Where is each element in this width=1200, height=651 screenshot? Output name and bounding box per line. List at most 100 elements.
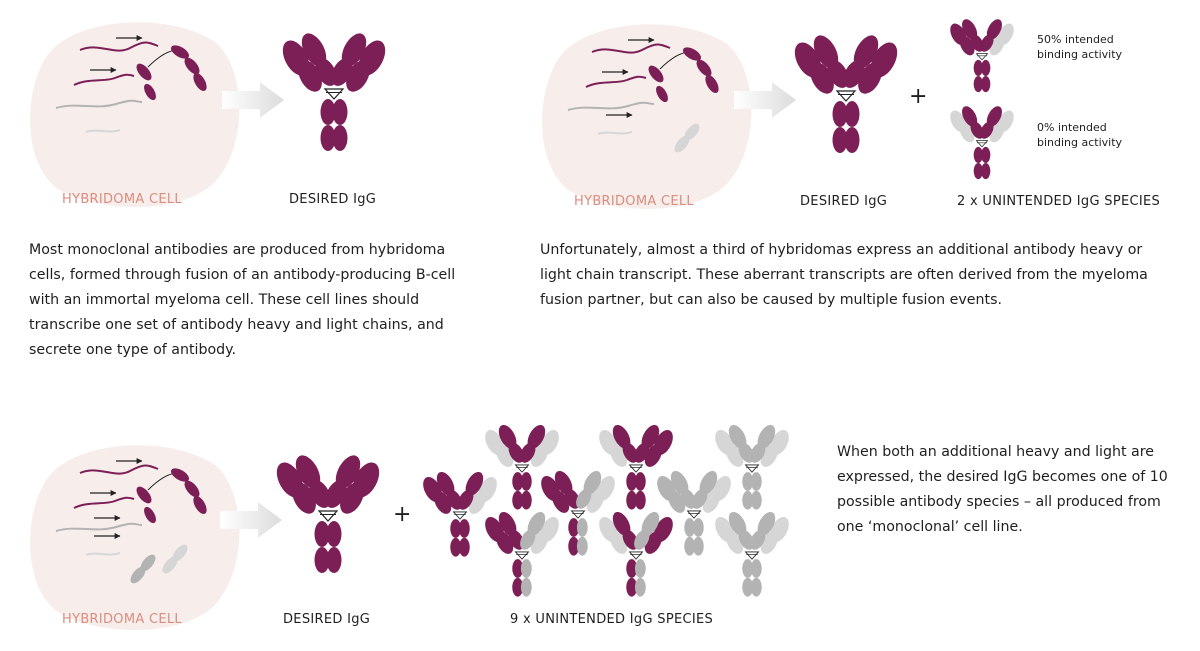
fc-domain [692,536,704,556]
hinge [975,140,989,148]
fc-domain [844,127,860,153]
inactive-transcript [597,131,633,135]
fc-domain [634,559,646,578]
fc-domain [458,537,470,557]
fc-domain [512,472,524,491]
heavy-chain-arm [295,455,321,489]
heavy-transcript [79,41,159,52]
inactive-transcript [85,129,121,133]
unintended-igg-1 [423,471,497,557]
fc-domain [981,146,991,163]
activity-50-label: 50% intended binding activity [1037,32,1122,62]
heavy-chain-arm [301,33,327,67]
aberrant-chain-domain [130,566,146,584]
heavy-chain-domain [682,47,702,61]
hybridoma-cell-1 [30,22,240,207]
fc-domain [742,577,754,597]
desired-igg-label-2: DESIRED IgG [800,194,888,209]
flow-arrow-2 [734,82,796,118]
fc-domain [626,490,638,510]
hinge [514,464,530,473]
aberrant-chain-domain [684,123,700,141]
heavy-chain-arm [980,34,994,52]
unintended-igg-2 [485,424,559,510]
fc-domain [626,472,638,491]
fc-domain [750,472,762,491]
hinge [744,551,760,560]
fc-domain [832,127,848,153]
heavy-chain-arm [520,529,536,550]
heavy-chain-arm [641,424,660,449]
paragraph-aberrant-transcripts: Unfortunately, almost a third of hybrido… [540,242,1148,308]
heavy-chain-domain [170,468,190,482]
fc-domain [320,125,336,151]
paragraph-standard-hybridoma: Most monoclonal antibodies are produced … [29,242,456,358]
heavy-chain-arm [813,35,839,69]
fc-domain [981,59,991,76]
heavy-chain-arm [583,470,602,495]
hinge [317,510,339,522]
hybridoma-cell-3 [30,445,240,630]
fc-domain [684,536,696,556]
heavy-chain-domain [136,486,152,504]
heavy-chain-arm [498,424,517,449]
fc-domain [750,577,762,597]
hinge [570,510,586,519]
fc-domain [626,577,638,597]
fc-domain [750,559,762,578]
heavy-chain-arm [962,19,978,40]
fc-domain [742,490,754,510]
hinge [686,510,702,519]
fc-domain [626,559,638,578]
fc-domain [684,518,696,537]
inactive-transcript [55,99,143,109]
heavy-chain-arm [331,58,353,86]
heavy-chain-arm [335,455,361,489]
fc-domain [520,472,532,491]
aberrant-chain-domain [162,556,178,574]
unintended-igg-4 [599,424,673,510]
heavy-chain-arm [465,471,484,496]
light-transcript [73,73,135,86]
heavy-chain-arm [962,106,978,127]
fc-domain [512,490,524,510]
hinge [744,464,760,473]
fc-domain [326,521,342,547]
unintended-igg-5 [657,470,731,556]
activity-0-label: 0% intended binding activity [1037,120,1122,150]
desired-igg-1 [282,33,386,151]
heavy-chain-arm [309,480,331,508]
paragraph-ten-species: When both an additional heavy and light … [837,444,1168,535]
fc-domain [844,101,860,127]
fc-domain [634,577,646,597]
heavy-chain-arm [750,529,766,550]
heavy-chain-arm [634,529,650,550]
heavy-transcript [591,43,671,54]
heavy-chain-arm [446,489,462,510]
hinge [514,551,530,560]
heavy-chain-arm [325,480,347,508]
heavy-chain-arm [757,424,776,449]
heavy-chain-arm [986,106,1002,127]
heavy-chain-arm [750,442,766,463]
heavy-chain-arm [458,489,474,510]
light-chain-domain [144,83,156,101]
fc-domain [520,577,532,597]
heavy-chain-arm [341,33,367,67]
heavy-chain-arm [980,121,994,139]
heavy-chain-arm [728,511,747,536]
hinge [835,90,857,102]
heavy-chain-domain [184,57,200,75]
fc-domain [742,472,754,491]
hinge [323,88,345,100]
desired-igg-2 [794,35,898,153]
fc-domain [634,490,646,510]
heavy-chain-arm [738,442,754,463]
activity-0-line2: binding activity [1037,136,1123,149]
heavy-chain-arm [738,529,754,550]
plus-sign-2: + [393,502,412,527]
hinge [975,53,989,61]
fc-domain [576,518,588,537]
fc-domain [314,521,330,547]
